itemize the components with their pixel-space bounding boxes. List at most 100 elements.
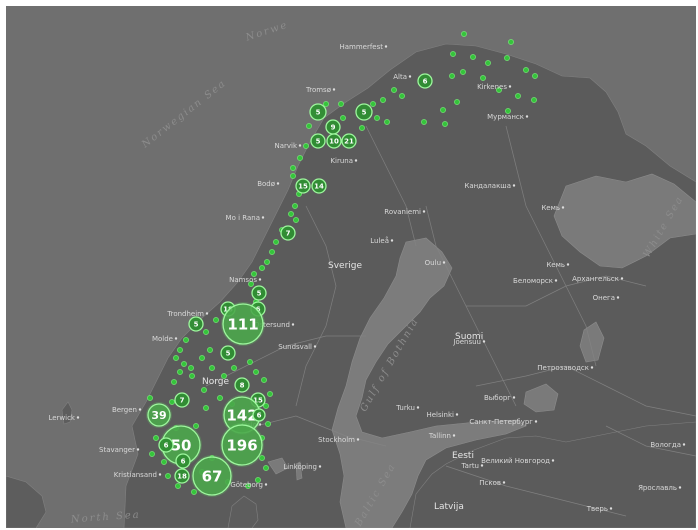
- observation-dot: [460, 69, 466, 75]
- observation-dot: [263, 465, 269, 471]
- observation-dot: [181, 361, 187, 367]
- cluster-marker[interactable]: 5: [251, 285, 267, 301]
- city-marker: Кемь: [541, 204, 565, 212]
- city-marker: Bodø: [257, 180, 280, 188]
- city-dot: [590, 366, 594, 369]
- city-dot: [76, 416, 80, 419]
- city-label: Luleå: [370, 236, 389, 245]
- city-label: Tallinn: [428, 432, 451, 440]
- cluster-marker[interactable]: 67: [191, 455, 233, 497]
- cluster-marker[interactable]: 21: [341, 133, 357, 149]
- land-denmark: [227, 495, 259, 528]
- city-dot: [609, 507, 613, 510]
- cluster-marker[interactable]: 6: [158, 437, 174, 453]
- cluster-count: 6: [256, 306, 261, 314]
- city-marker: Trondheim: [166, 310, 209, 318]
- city-marker: Helsinki: [426, 411, 459, 419]
- cluster-marker[interactable]: 9: [325, 119, 341, 135]
- cluster-count: 6: [164, 442, 169, 450]
- road-network: [205, 125, 696, 517]
- observation-dot: [290, 165, 296, 171]
- city-label: Санкт-Петербург: [469, 418, 533, 426]
- observation-dot: [147, 395, 153, 401]
- cluster-marker[interactable]: 8: [234, 377, 250, 393]
- observation-dot: [231, 365, 237, 371]
- cluster-marker[interactable]: 7: [280, 225, 296, 241]
- city-marker: Мурманск: [487, 113, 529, 121]
- cluster-marker[interactable]: 196: [220, 423, 264, 467]
- road-6: [365, 125, 417, 247]
- observation-dot: [177, 369, 183, 375]
- city-dot: [264, 483, 268, 486]
- city-label: Архангельск: [572, 275, 619, 283]
- cluster-count: 7: [286, 230, 291, 238]
- observation-dot: [450, 51, 456, 57]
- city-marker: Tromsø: [305, 86, 336, 94]
- observation-dot: [461, 31, 467, 37]
- city-marker: Tartu: [461, 462, 484, 470]
- city-label: Sundsvall: [278, 343, 312, 351]
- cluster-marker[interactable]: 5: [220, 345, 236, 361]
- cluster-marker[interactable]: 142: [222, 395, 262, 435]
- city-dot: [561, 206, 565, 209]
- city-dot: [258, 423, 262, 426]
- observation-dot: [505, 108, 511, 114]
- city-label: Выборг: [484, 394, 511, 402]
- cluster-circle: [295, 178, 311, 194]
- observation-dot: [531, 97, 537, 103]
- cluster-marker[interactable]: 39: [146, 402, 172, 428]
- cluster-marker[interactable]: 5: [355, 103, 373, 121]
- cluster-count: 18: [223, 306, 233, 314]
- cluster-circle: [310, 133, 326, 149]
- observation-dot: [470, 54, 476, 60]
- observation-dot: [165, 473, 171, 479]
- cluster-marker[interactable]: 5: [188, 316, 204, 332]
- observation-dot: [255, 477, 261, 483]
- city-label: Tartu: [461, 462, 479, 470]
- cluster-marker[interactable]: 7: [174, 392, 190, 408]
- city-label: Bodø: [257, 180, 276, 188]
- city-marker: Ярославль: [638, 484, 682, 492]
- cluster-marker[interactable]: 14: [311, 178, 327, 194]
- observation-dot: [149, 451, 155, 457]
- cluster-count: 5: [257, 290, 262, 298]
- cluster-marker[interactable]: 111: [221, 302, 265, 346]
- cluster-marker[interactable]: 18: [174, 468, 190, 484]
- observation-dot: [442, 121, 448, 127]
- cluster-marker[interactable]: 5: [310, 133, 326, 149]
- cluster-marker[interactable]: 15: [295, 178, 311, 194]
- city-marker: Alta: [393, 73, 412, 81]
- observation-dot: [496, 87, 502, 93]
- city-label: Kirkenes: [477, 83, 507, 91]
- cluster-marker[interactable]: 6: [417, 73, 433, 89]
- city-dot: [158, 473, 162, 476]
- cluster-count: 5: [362, 109, 367, 117]
- observation-dot: [273, 239, 279, 245]
- observation-dot: [323, 101, 329, 107]
- city-marker: Joensuu: [452, 338, 486, 346]
- city-dot: [136, 448, 140, 451]
- observation-dot: [359, 125, 365, 131]
- cluster-count: 111: [227, 316, 258, 334]
- observation-dot: [374, 115, 380, 121]
- city-label: Oulu: [425, 259, 441, 267]
- cluster-count: 8: [240, 382, 245, 390]
- city-marker: Великий Новгород: [481, 457, 555, 465]
- cluster-marker[interactable]: 5: [309, 103, 327, 121]
- city-label: Tromsø: [305, 86, 332, 94]
- country-label-latvija: Latvija: [434, 502, 464, 512]
- cluster-marker[interactable]: 10: [326, 133, 342, 149]
- observation-dot: [171, 379, 177, 385]
- city-label: Ярославль: [638, 484, 677, 492]
- cluster-marker[interactable]: 6: [175, 453, 191, 469]
- city-label: Rovaniemi: [384, 208, 421, 216]
- city-marker: Псков: [479, 479, 506, 487]
- lake-ladoga: [523, 383, 559, 413]
- cluster-circle: [175, 453, 191, 469]
- city-dot: [291, 323, 295, 326]
- cluster-marker[interactable]: 50: [160, 424, 202, 466]
- cluster-marker[interactable]: 6: [252, 408, 266, 422]
